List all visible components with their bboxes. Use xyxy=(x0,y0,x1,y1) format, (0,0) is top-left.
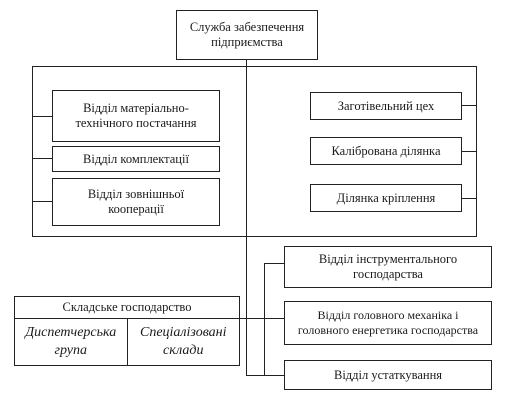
supply-dept-line2: технічного постачання xyxy=(75,116,197,130)
connector-left-spine xyxy=(32,66,34,237)
connector-left-bottom xyxy=(32,236,247,238)
equipment-dept-label: Відділ устаткування xyxy=(333,367,443,382)
warehouse-units: Диспетчерська група Спеціалізовані склад… xyxy=(14,318,240,366)
connector-branch-blank-shop xyxy=(462,105,477,107)
warehouse-title: Складське господарство xyxy=(14,296,240,318)
equipment-dept-box: Відділ устаткування xyxy=(284,360,492,390)
chief-mechanic-line1: Відділ головного механіка і xyxy=(317,308,459,322)
root-line2: підприємства xyxy=(211,35,283,49)
blank-shop-box: Заготівельний цех xyxy=(310,92,462,120)
root-line1: Служба забезпечення xyxy=(189,20,305,34)
connector-root-trunk xyxy=(246,60,248,376)
fastening-section-label: Ділянка кріплення xyxy=(336,190,436,205)
cooperation-dept-line2: кооперації xyxy=(108,202,164,216)
connector-branch-tooling xyxy=(264,263,284,265)
calibrated-section-box: Калібрована ділянка xyxy=(310,137,462,165)
specialized-warehouses-cell: Спеціалізовані склади xyxy=(126,319,240,365)
connector-branch-completing xyxy=(32,158,52,160)
fastening-section-box: Ділянка кріплення xyxy=(310,184,462,212)
connector-branch-cooperation xyxy=(32,201,52,203)
tooling-dept-box: Відділ інструментального господарства xyxy=(284,246,492,288)
connector-branch-fastening xyxy=(462,198,477,200)
supply-dept-line1: Відділ матеріально- xyxy=(83,101,189,115)
dispatch-group-line1: Диспетчерська xyxy=(25,325,117,340)
cooperation-dept-box: Відділ зовнішньої кооперації xyxy=(52,178,220,226)
connector-lower-spine xyxy=(264,263,266,376)
tooling-dept-line2: господарства xyxy=(353,267,423,281)
completing-dept-box: Відділ комплектації xyxy=(52,146,220,172)
completing-dept-label: Відділ комплектації xyxy=(83,151,189,166)
cooperation-dept-line1: Відділ зовнішньої xyxy=(87,187,185,201)
connector-branch-chief-mech xyxy=(239,318,284,320)
chief-mechanic-dept-box: Відділ головного механіка і головного ен… xyxy=(284,301,492,345)
connector-branch-calibrated xyxy=(462,151,477,153)
connector-right-bottom xyxy=(246,236,477,238)
root-box: Служба забезпечення підприємства xyxy=(176,10,318,60)
connector-top-bus xyxy=(32,66,477,68)
blank-shop-label: Заготівельний цех xyxy=(337,98,435,113)
connector-branch-supply xyxy=(32,116,52,118)
supply-dept-box: Відділ матеріально- технічного постачанн… xyxy=(52,90,220,142)
specialized-warehouses-line2: склади xyxy=(163,343,204,358)
dispatch-group-line2: група xyxy=(54,343,88,358)
dispatch-group-cell: Диспетчерська група xyxy=(15,319,127,365)
connector-branch-equipment xyxy=(246,375,284,377)
specialized-warehouses-line1: Спеціалізовані xyxy=(139,325,227,340)
tooling-dept-line1: Відділ інструментального xyxy=(318,252,458,266)
calibrated-section-label: Калібрована ділянка xyxy=(331,143,441,158)
chief-mechanic-line2: головного енергетика господарства xyxy=(297,323,479,337)
